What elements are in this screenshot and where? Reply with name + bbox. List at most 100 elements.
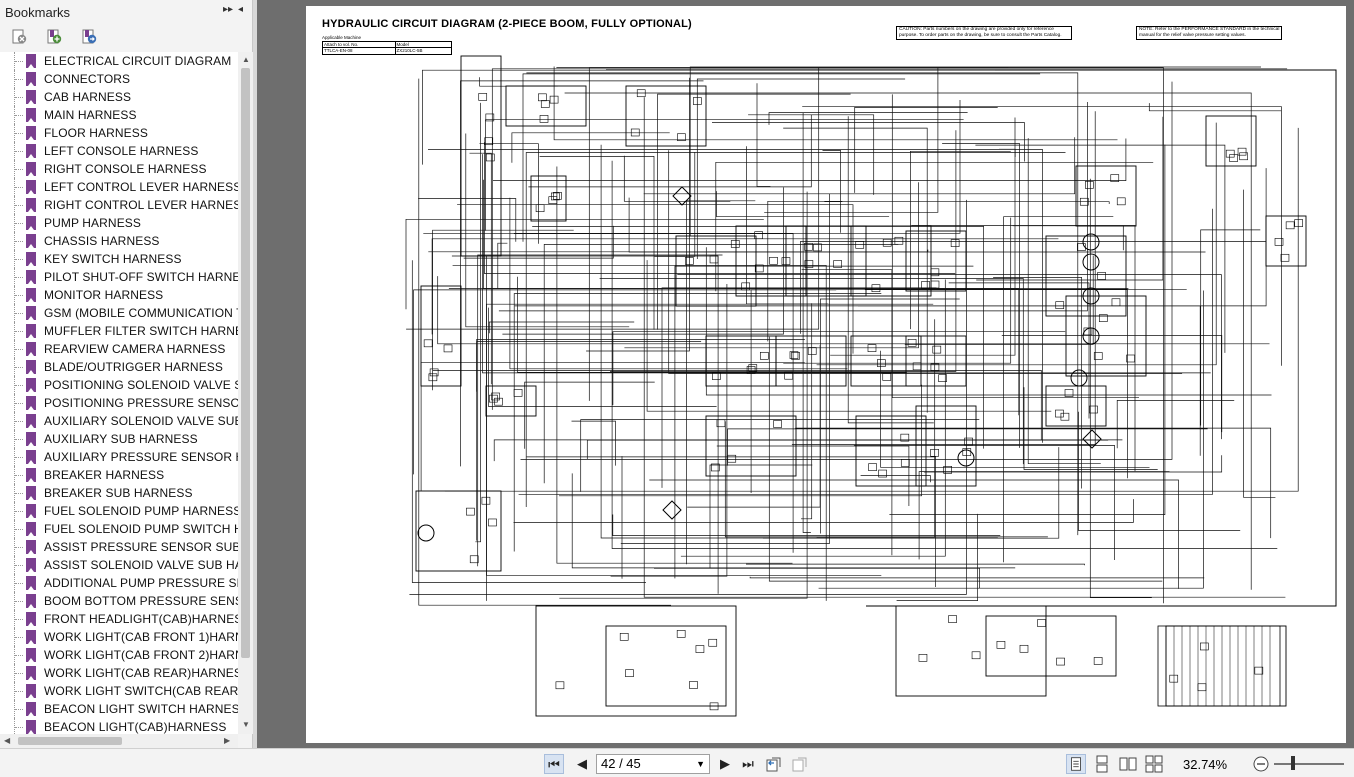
bookmark-item[interactable]: BEACON LIGHT SWITCH HARNESS	[0, 700, 238, 718]
bookmark-item[interactable]: WORK LIGHT SWITCH(CAB REAR)H	[0, 682, 238, 700]
bookmark-item[interactable]: FUEL SOLENOID PUMP SWITCH HAR	[0, 520, 238, 538]
delete-bookmark-icon[interactable]	[10, 28, 28, 46]
previous-page-button[interactable]: ◀	[572, 754, 592, 774]
bookmark-icon	[26, 198, 36, 212]
zoom-slider[interactable]	[1274, 763, 1344, 765]
bookmark-item[interactable]: BOOM BOTTOM PRESSURE SENSOR	[0, 592, 238, 610]
vertical-scroll-thumb[interactable]	[241, 68, 250, 658]
bookmark-item[interactable]: MAIN HARNESS	[0, 106, 238, 124]
scroll-up-icon[interactable]: ▲	[242, 55, 250, 64]
panel-options-icon[interactable]: ▸▸	[223, 4, 234, 15]
zoom-out-icon[interactable]	[1252, 755, 1270, 773]
chevron-down-icon[interactable]: ▼	[696, 759, 705, 769]
bookmark-item[interactable]: BREAKER HARNESS	[0, 466, 238, 484]
bookmark-item[interactable]: REARVIEW CAMERA HARNESS	[0, 340, 238, 358]
valve-symbol	[784, 371, 793, 380]
bookmark-item[interactable]: LEFT CONTROL LEVER HARNESS	[0, 178, 238, 196]
pump-symbol	[1070, 369, 1088, 387]
bookmark-item[interactable]: BREAKER SUB HARNESS	[0, 484, 238, 502]
bookmark-item[interactable]: AUXILIARY SOLENOID VALVE SUB H	[0, 412, 238, 430]
bookmark-item[interactable]: MONITOR HARNESS	[0, 286, 238, 304]
bookmark-item[interactable]: LEFT CONSOLE HARNESS	[0, 142, 238, 160]
single-page-view-icon[interactable]	[1066, 754, 1086, 774]
next-view-icon[interactable]	[790, 754, 810, 774]
last-page-button[interactable]: ⏭	[738, 754, 758, 774]
two-page-view-icon[interactable]	[1118, 754, 1138, 774]
bookmark-icon	[26, 720, 36, 734]
scroll-right-icon[interactable]: ▶	[224, 736, 231, 745]
valve-symbol	[708, 638, 718, 647]
hydraulic-line	[705, 247, 1272, 396]
first-page-button[interactable]: ⏮	[544, 754, 564, 774]
valve-symbol	[930, 449, 939, 457]
bookmark-item[interactable]: FRONT HEADLIGHT(CAB)HARNESS	[0, 610, 238, 628]
scroll-left-icon[interactable]: ◀	[4, 736, 11, 745]
bookmark-item[interactable]: CAB HARNESS	[0, 88, 238, 106]
bookmark-item[interactable]: ASSIST SOLENOID VALVE SUB HAR	[0, 556, 238, 574]
bookmark-item[interactable]: AUXILIARY PRESSURE SENSOR HAR	[0, 448, 238, 466]
bookmark-item[interactable]: PILOT SHUT-OFF SWITCH HARNESS	[0, 268, 238, 286]
bookmark-item[interactable]: GSM (MOBILE COMMUNICATION TE	[0, 304, 238, 322]
bookmark-item[interactable]: PUMP HARNESS	[0, 214, 238, 232]
bookmark-item[interactable]: FUEL SOLENOID PUMP HARNESS	[0, 502, 238, 520]
hydraulic-line	[654, 567, 980, 589]
bookmark-icon	[26, 378, 36, 392]
bookmarks-horizontal-scrollbar[interactable]: ◀ ▶	[0, 734, 238, 748]
bookmark-item[interactable]: FLOOR HARNESS	[0, 124, 238, 142]
bookmark-item[interactable]: BEACON LIGHT(CAB)HARNESS	[0, 718, 238, 734]
collapse-panel-icon[interactable]: ◂	[238, 4, 244, 15]
bookmark-item[interactable]: WORK LIGHT(CAB FRONT 1)HARNE	[0, 628, 238, 646]
hydraulic-line	[432, 229, 574, 391]
bookmark-item[interactable]: AUXILIARY SUB HARNESS	[0, 430, 238, 448]
bookmark-item[interactable]: WORK LIGHT(CAB FRONT 2)HARNE	[0, 646, 238, 664]
bookmark-item[interactable]: CHASSIS HARNESS	[0, 232, 238, 250]
bookmark-label: ADDITIONAL PUMP PRESSURE SENS	[44, 576, 238, 590]
two-page-continuous-icon[interactable]	[1144, 754, 1164, 774]
previous-view-icon[interactable]	[764, 754, 784, 774]
bookmark-label: AUXILIARY PRESSURE SENSOR HAR	[44, 450, 238, 464]
continuous-view-icon[interactable]	[1092, 754, 1112, 774]
component-block	[485, 385, 537, 417]
scroll-down-icon[interactable]: ▼	[242, 720, 250, 729]
add-bookmark-icon[interactable]	[45, 28, 63, 46]
bookmark-item[interactable]: RIGHT CONSOLE HARNESS	[0, 160, 238, 178]
bookmark-item[interactable]: WORK LIGHT(CAB REAR)HARNESS	[0, 664, 238, 682]
horizontal-scroll-thumb[interactable]	[18, 737, 122, 745]
hydraulic-line	[767, 200, 843, 342]
bookmark-item[interactable]: BLADE/OUTRIGGER HARNESS	[0, 358, 238, 376]
hydraulic-line	[509, 197, 848, 370]
hydraulic-line	[452, 264, 827, 601]
bookmark-label: AUXILIARY SOLENOID VALVE SUB H	[44, 414, 238, 428]
bookmark-item[interactable]: POSITIONING PRESSURE SENSOR H	[0, 394, 238, 412]
tree-connector	[14, 340, 24, 358]
bookmark-item[interactable]: RIGHT CONTROL LEVER HARNESS	[0, 196, 238, 214]
zoom-slider-thumb[interactable]	[1291, 756, 1295, 770]
panel-splitter[interactable]	[253, 0, 257, 748]
bookmark-item[interactable]: CONNECTORS	[0, 70, 238, 88]
bookmark-item[interactable]: POSITIONING SOLENOID VALVE SU	[0, 376, 238, 394]
bookmark-label: BEACON LIGHT SWITCH HARNESS	[44, 702, 238, 716]
hydraulic-line	[559, 384, 922, 497]
page-number-field[interactable]: 42 / 45 ▼	[596, 754, 710, 774]
document-viewport[interactable]: HYDRAULIC CIRCUIT DIAGRAM (2-PIECE BOOM,…	[257, 0, 1354, 748]
bookmark-item[interactable]: ADDITIONAL PUMP PRESSURE SENS	[0, 574, 238, 592]
bookmark-label: LEFT CONTROL LEVER HARNESS	[44, 180, 238, 194]
bookmark-icon	[26, 126, 36, 140]
component-block	[775, 335, 847, 387]
zoom-level[interactable]: 32.74%	[1183, 757, 1228, 772]
bookmarks-vertical-scrollbar[interactable]: ▲ ▼	[238, 52, 253, 734]
hydraulic-line	[465, 133, 630, 328]
bookmark-item[interactable]: KEY SWITCH HARNESS	[0, 250, 238, 268]
hydraulic-line	[479, 77, 558, 87]
hydraulic-line	[491, 68, 1288, 410]
component-block	[905, 230, 967, 292]
hydraulic-line	[482, 154, 1211, 374]
bookmark-item[interactable]: ELECTRICAL CIRCUIT DIAGRAM	[0, 52, 238, 70]
bookmark-item[interactable]: ASSIST PRESSURE SENSOR SUB HA	[0, 538, 238, 556]
bookmark-item[interactable]: MUFFLER FILTER SWITCH HARNESS	[0, 322, 238, 340]
next-page-button[interactable]: ▶	[715, 754, 735, 774]
hydraulic-line	[457, 204, 854, 354]
valve-symbol	[428, 373, 438, 382]
expand-bookmark-icon[interactable]	[80, 28, 98, 46]
hydraulic-line	[502, 187, 784, 335]
